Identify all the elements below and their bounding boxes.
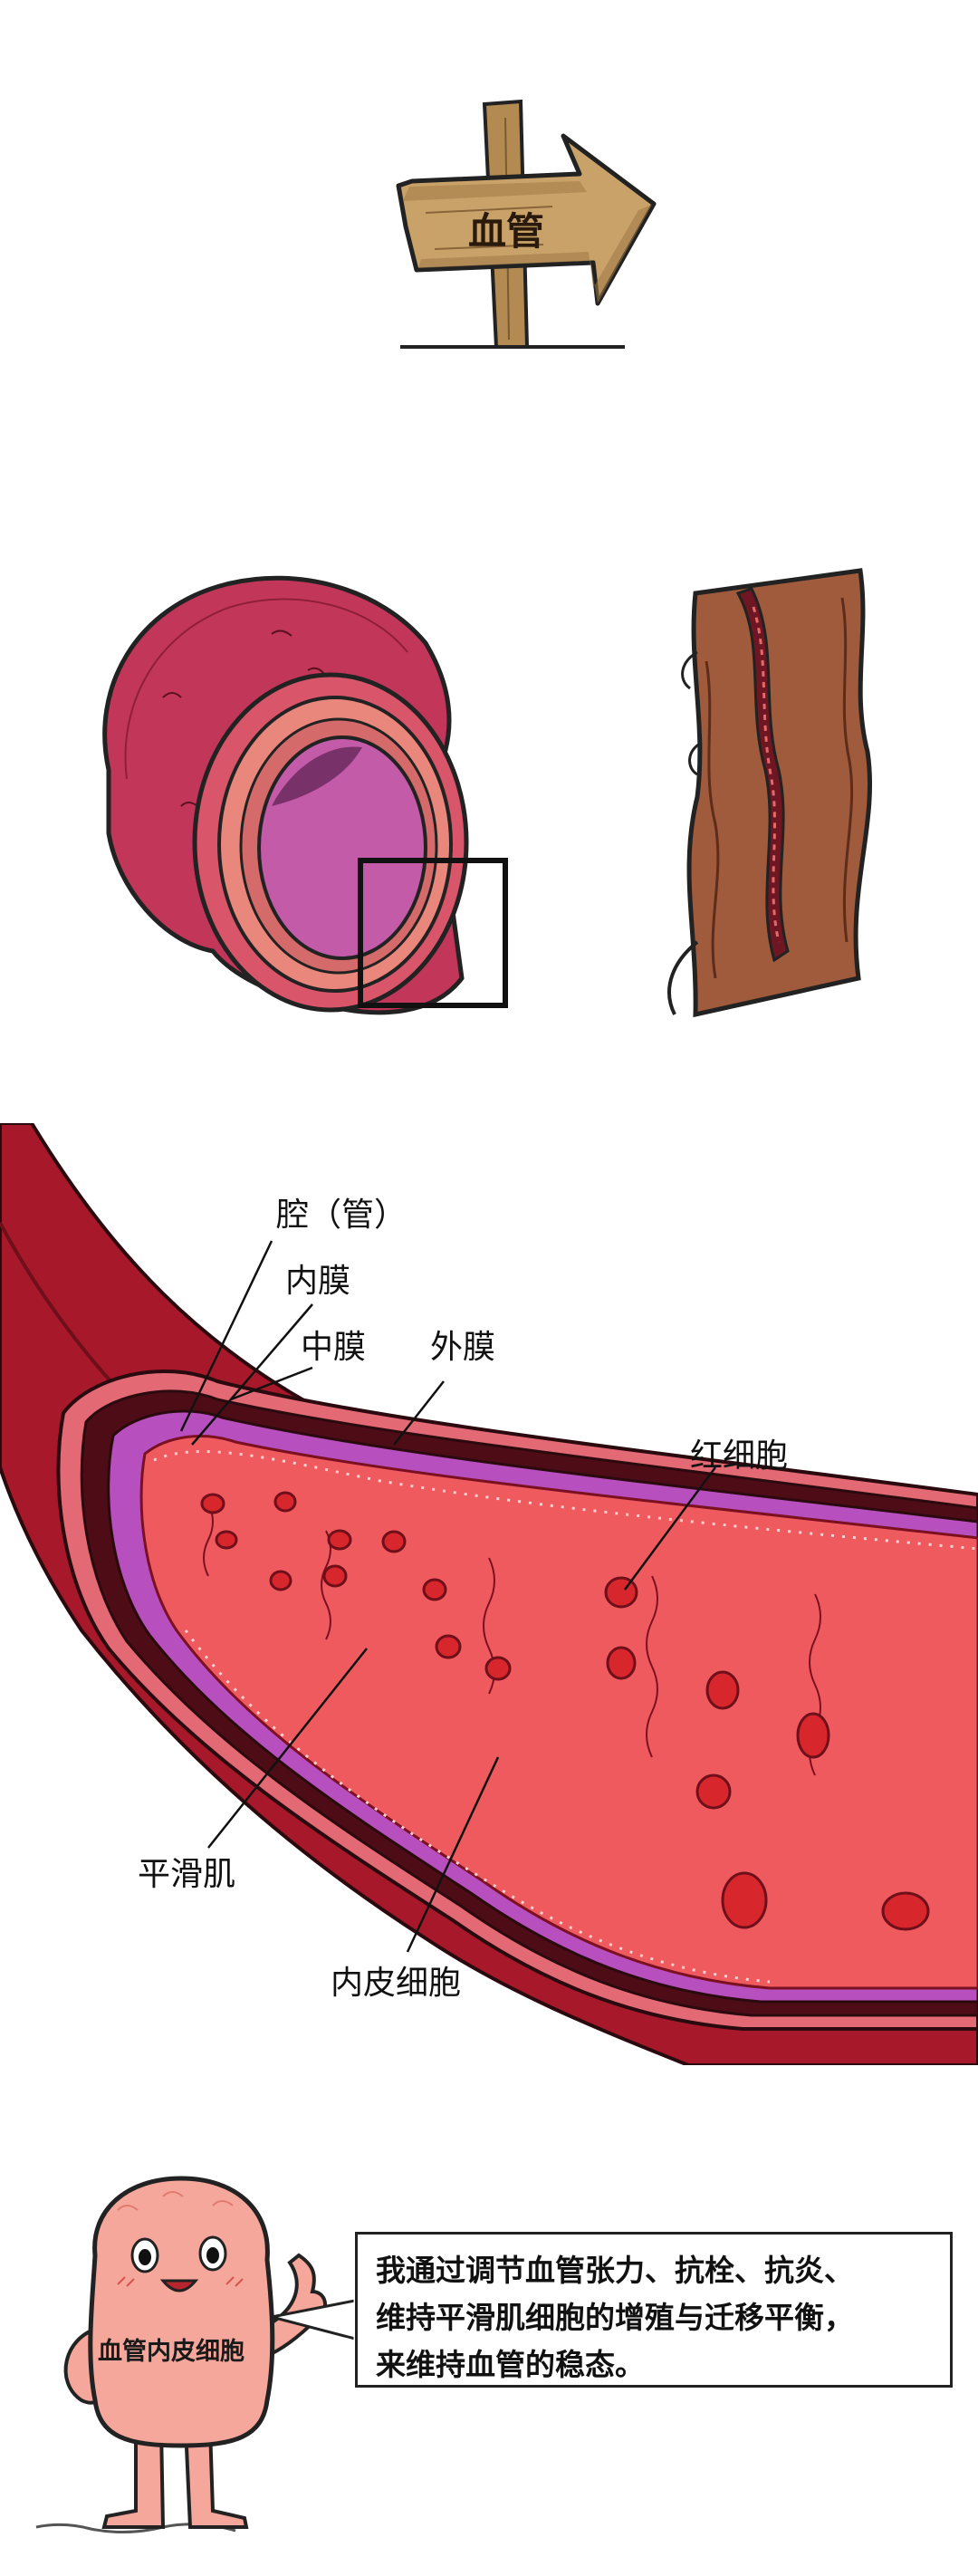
vessel-illustration bbox=[102, 568, 872, 1018]
leader-lines bbox=[179, 1240, 717, 1953]
red-blood-cell bbox=[606, 1646, 637, 1680]
leader-adventitia bbox=[393, 1380, 445, 1446]
leader-media bbox=[230, 1366, 313, 1401]
red-blood-cell bbox=[200, 1493, 225, 1514]
red-blood-cell bbox=[881, 1891, 930, 1931]
leader-endothelial bbox=[406, 1756, 500, 1953]
leader-lumen bbox=[179, 1240, 273, 1432]
signpost-illustration bbox=[396, 99, 657, 349]
red-blood-cell bbox=[721, 1871, 768, 1929]
vessel-section-illustration bbox=[0, 1123, 978, 2065]
red-blood-cell bbox=[381, 1530, 407, 1553]
character-panel bbox=[0, 2156, 978, 2576]
leader-red-cell bbox=[623, 1466, 717, 1591]
label-media: 中膜 bbox=[301, 1329, 367, 1366]
label-lumen: 腔（管） bbox=[276, 1197, 408, 1234]
red-blood-cell bbox=[322, 1564, 348, 1588]
red-blood-cell bbox=[695, 1773, 732, 1810]
vessel-structure-panel bbox=[0, 507, 978, 1033]
red-blood-cell bbox=[273, 1491, 297, 1513]
label-intima: 内膜 bbox=[285, 1263, 351, 1300]
red-blood-cell bbox=[484, 1656, 512, 1681]
character-blush bbox=[117, 2276, 244, 2287]
character-mouth bbox=[159, 2279, 199, 2292]
red-blood-cell bbox=[269, 1570, 292, 1591]
speech-line-2: 维持平滑肌细胞的增殖与迁移平衡， bbox=[376, 2300, 854, 2335]
character-thumbs-up-arm bbox=[260, 2253, 327, 2360]
leader-smooth-muscle bbox=[207, 1648, 368, 1849]
character-body bbox=[88, 2176, 275, 2448]
label-smooth-muscle: 平滑肌 bbox=[138, 1856, 236, 1893]
red-blood-cell bbox=[422, 1578, 447, 1601]
red-blood-cell bbox=[215, 1530, 238, 1550]
red-blood-cell bbox=[705, 1670, 740, 1710]
character-badge: 血管内皮细胞 bbox=[98, 2338, 244, 2366]
red-blood-cell bbox=[604, 1576, 638, 1609]
zoom-box bbox=[358, 858, 508, 1008]
label-endothelial-cell: 内皮细胞 bbox=[331, 1965, 462, 2002]
leader-intima bbox=[191, 1303, 313, 1446]
speech-bubble: 我通过调节血管张力、抗栓、抗炎、 维持平滑肌细胞的增殖与迁移平衡， 来维持血管的… bbox=[355, 2232, 953, 2388]
character-illustration bbox=[35, 2176, 359, 2534]
label-adventitia: 外膜 bbox=[430, 1329, 496, 1366]
red-blood-cell bbox=[435, 1634, 462, 1659]
sign-text: 血管 bbox=[468, 209, 545, 254]
red-blood-cell bbox=[327, 1529, 352, 1551]
lumen-blood bbox=[139, 1435, 978, 1990]
sign-panel: 血管 bbox=[0, 0, 978, 380]
speech-line-1: 我通过调节血管张力、抗栓、抗炎、 bbox=[376, 2253, 854, 2288]
red-blood-cell bbox=[796, 1712, 830, 1759]
label-red-cell: 红细胞 bbox=[690, 1437, 789, 1475]
vessel-wall-lumen-band bbox=[735, 587, 790, 963]
vessel-section-panel: 腔（管） 内膜 中膜 外膜 红细胞 平滑肌 内皮细胞 bbox=[0, 1123, 978, 2065]
speech-line-3: 来维持血管的稳态。 bbox=[376, 2347, 645, 2382]
